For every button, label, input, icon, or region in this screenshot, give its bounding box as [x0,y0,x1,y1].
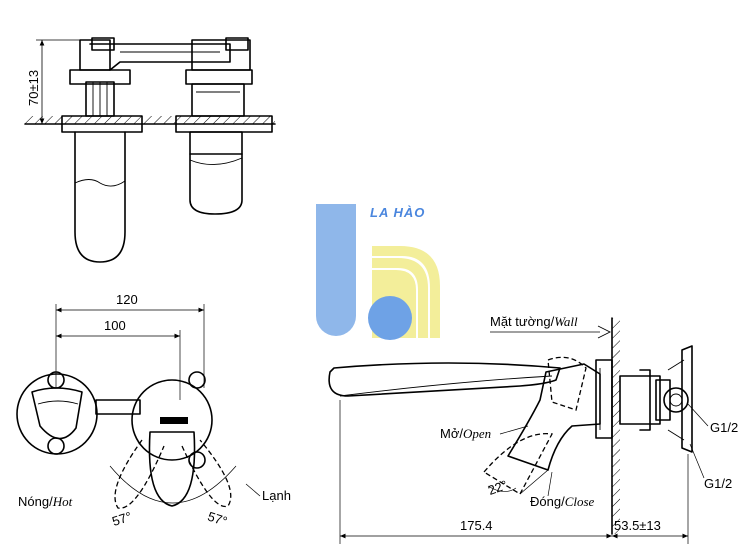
plate-strut-top [667,359,685,371]
logo-arc-1 [372,246,440,338]
front-arm [95,399,141,415]
angle-left-label: 57° [110,509,133,529]
right-break-line [189,157,243,165]
hot-label-vi: Nóng [18,494,49,509]
mounting-plate [681,345,693,453]
open-label-vi: Mở [440,426,460,441]
handle-open-lever [483,433,554,495]
left-clip [91,37,115,51]
inlet-port [663,387,689,413]
left-body [74,131,126,263]
right-nut [185,69,253,85]
side-view: Mặt tường/Wall G1/2 G1/2 Mở/Open [328,314,738,544]
dim-outer-label: 120 [116,292,138,307]
right-body [189,153,243,215]
left-valve-plate [16,373,98,455]
brand-logo: LA HÀO [316,204,440,340]
wall-label-vi: Mặt tường [490,314,551,329]
main-logo-plate [160,417,188,424]
connecting-arm [89,43,231,71]
angle-arc [487,485,517,492]
dim-inner-label: 100 [104,318,126,333]
close-leader [547,471,553,497]
angle-right-label: 57° [206,509,229,529]
logo-arc-2 [372,258,428,338]
spout-underside [339,375,553,397]
hot-label-en: Hot [52,494,73,509]
logo-bar-top [316,204,356,270]
inlet-port-inner [669,393,683,407]
thread-top-leader [687,403,709,427]
close-label: Đóng/Close [530,494,595,509]
dim-depth-label: 53.5±13 [614,518,661,533]
right-sleeve [191,83,245,117]
handle-left-dashed [114,439,165,509]
rotation-arc [109,465,237,504]
cold-label: Lạnh [262,488,291,503]
plate-strut-bottom [667,429,685,441]
main-screw-top [188,371,206,389]
right-clip [225,37,249,51]
right-collar [189,131,243,155]
inwall-nut [655,379,671,421]
open-label-en: Open [463,426,491,441]
cold-leader [245,483,261,497]
open-leader [499,425,529,435]
thread-bottom-leader [689,443,705,479]
thread-top-label: G1/2 [710,420,738,435]
left-screw-bottom [47,437,65,455]
close-label-en: Close [565,494,595,509]
height-dim-label: 70±13 [26,70,41,106]
close-label-vi: Đóng [530,494,561,509]
logo-dot [368,296,412,340]
wall-hatch [25,116,275,124]
handle-center [148,431,196,507]
spout [328,362,561,397]
handle-right-dashed [181,439,232,508]
side-handle-body [507,363,601,471]
left-cap-line [37,400,79,405]
hot-label: Nóng/Hot [18,494,73,509]
inwall-body [619,375,661,425]
main-valve-plate [131,379,213,461]
handle-open-dashed [547,356,587,411]
wall-label-en: Wall [554,314,578,329]
top-view: 70±13 [24,37,276,263]
thread-bottom-label: G1/2 [704,476,732,491]
front-view: 120 100 Nóng/Hot Lạnh 57° 57° [16,292,291,529]
side-angle-label: 22° [486,477,510,498]
left-valve-cap [31,387,83,440]
left-break-line [74,179,126,187]
open-label: Mở/Open [440,426,491,441]
side-collar [595,359,613,439]
lever-axis [519,469,549,495]
wall-label: Mặt tường/Wall [490,314,578,329]
main-screw-bottom [188,451,206,469]
inwall-hex [639,369,651,431]
dim-spout-label: 175.4 [460,518,493,533]
wall-hatch-side [612,318,620,534]
brand-name: LA HÀO [370,205,425,220]
left-handle-base [79,39,111,71]
wall-arrow [597,325,612,339]
